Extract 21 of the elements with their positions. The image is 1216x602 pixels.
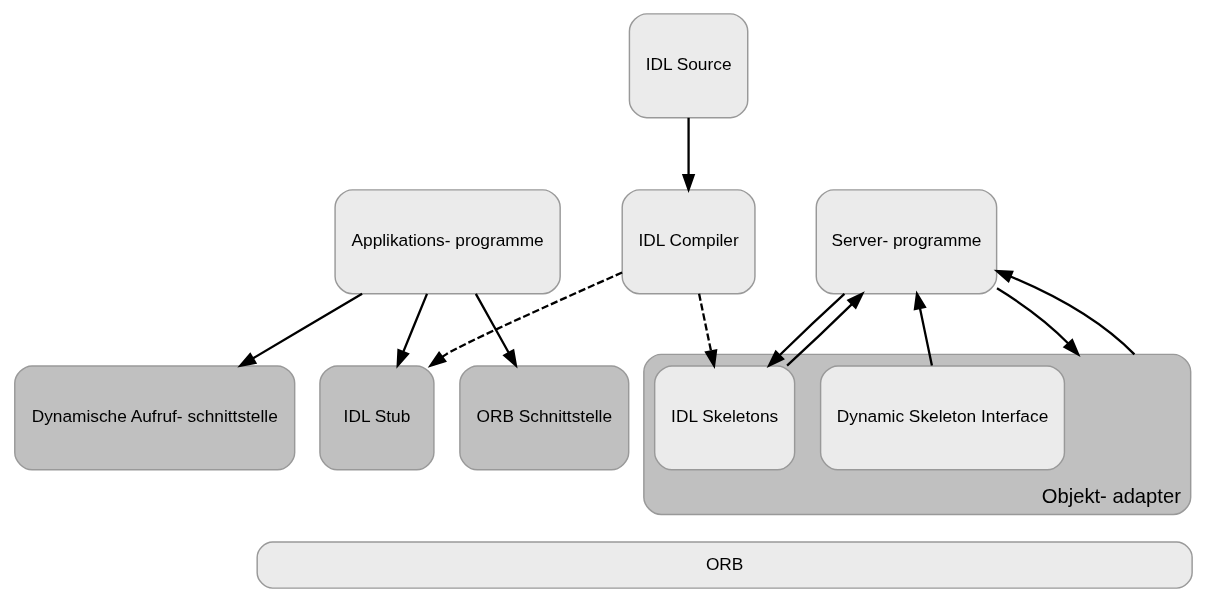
arrow: [236, 292, 363, 368]
arrow: [785, 291, 865, 367]
arrow: [995, 287, 1080, 357]
node-box: IDL Skeletons: [653, 365, 795, 471]
arrow: [681, 117, 695, 193]
node-box: IDL Source: [628, 13, 748, 119]
arrow: [766, 292, 845, 368]
arrow: [395, 293, 428, 369]
arrow: [474, 293, 518, 369]
node-box: IDL Compiler: [621, 189, 756, 295]
node-box: ORB: [255, 541, 1193, 589]
arrow: [427, 271, 623, 368]
arrow: [697, 293, 717, 369]
node-box: Applikations- programme: [333, 189, 561, 295]
arrow: [993, 269, 1135, 356]
arrow: [913, 290, 933, 366]
node-box: Dynamische Aufruf- schnittstelle: [13, 365, 295, 471]
node-box: Dynamic Skeleton Interface: [819, 365, 1065, 471]
node-box: Server- programme: [815, 189, 997, 295]
node-box: ORB Schnittstelle: [458, 365, 629, 471]
node-box: IDL Stub: [318, 365, 435, 471]
